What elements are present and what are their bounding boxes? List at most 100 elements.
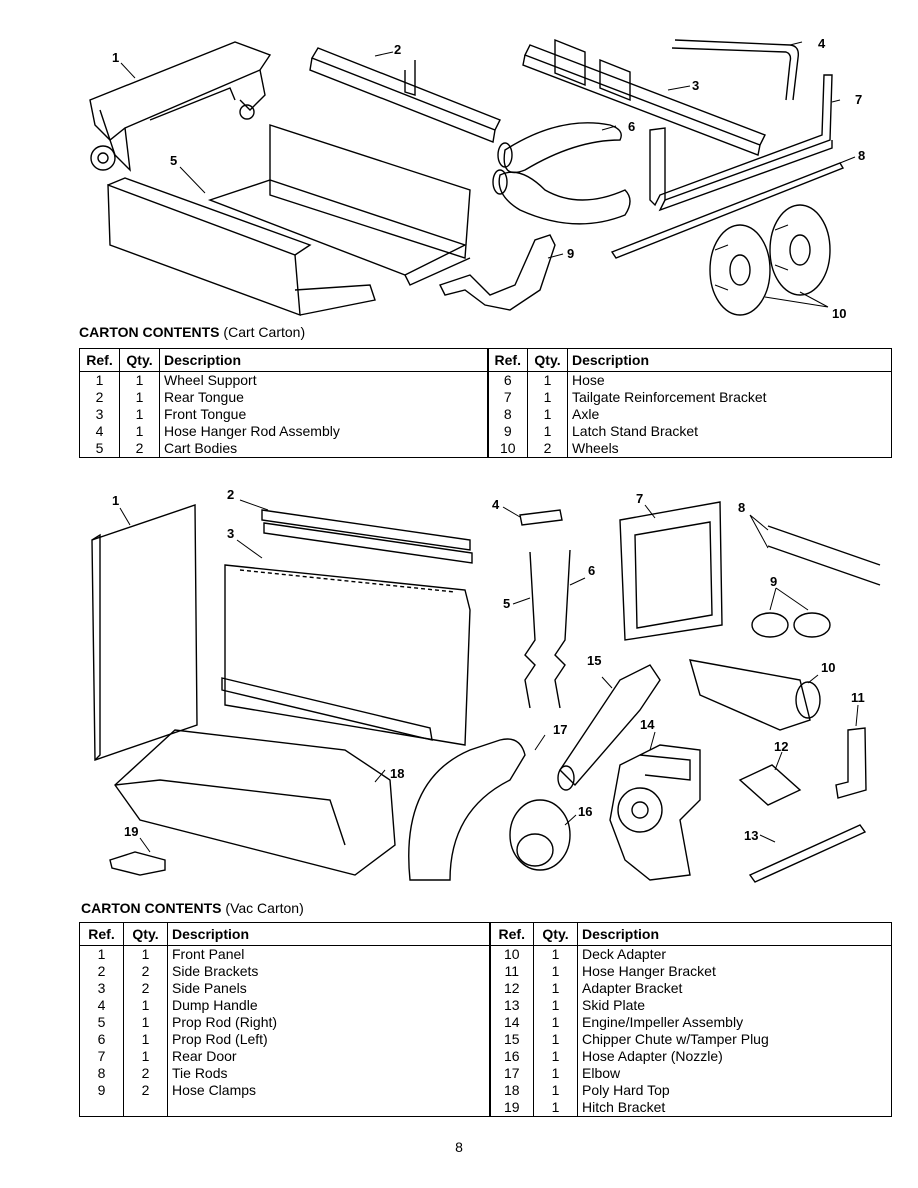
vac-callout-6: 6 bbox=[588, 563, 595, 578]
cart-bodies-drawing bbox=[107, 124, 471, 317]
ref-cell: 1 bbox=[97, 946, 106, 962]
vac-callout-10: 10 bbox=[821, 660, 835, 675]
table-header-row: Ref. Qty. Description Ref. Qty. Descript… bbox=[79, 348, 892, 372]
qty-cell: 2 bbox=[123, 980, 168, 997]
vac-callouts: 1 2 3 4 5 6 7 8 9 10 11 12 13 14 15 16 1… bbox=[112, 487, 865, 843]
ref-cell: 18 bbox=[488, 1082, 534, 1099]
qty-header: Qty. bbox=[533, 922, 578, 946]
ref-cell: 2 bbox=[97, 963, 106, 979]
description-header: Description bbox=[577, 922, 892, 946]
wheels-drawing bbox=[709, 204, 831, 316]
qty-header: Qty. bbox=[119, 348, 160, 372]
adapter-bracket-drawing bbox=[738, 764, 802, 806]
description-cell: Wheels bbox=[567, 440, 892, 458]
description-cell: Engine/Impeller Assembly bbox=[577, 1014, 892, 1031]
ref-header: Ref. bbox=[486, 348, 528, 372]
vac-leader-lines bbox=[119, 499, 859, 853]
qty-cell: 2 bbox=[527, 440, 568, 458]
qty-cell: 1 bbox=[533, 1014, 578, 1031]
qty-header: Qty. bbox=[123, 922, 168, 946]
ref-cell: 8 bbox=[97, 1065, 106, 1081]
ref-cell: 6 bbox=[486, 371, 528, 389]
qty-cell: 2 bbox=[123, 1082, 168, 1099]
qty-cell: 1 bbox=[123, 1014, 168, 1031]
cart-callouts: 1 2 3 4 5 6 7 8 9 10 bbox=[112, 36, 865, 321]
ref-cell: 9 bbox=[486, 423, 528, 440]
ref-cell: 4 bbox=[97, 997, 106, 1013]
vac-callout-3: 3 bbox=[227, 526, 234, 541]
table-header-row: Ref. Qty. Description Ref. Qty. Descript… bbox=[79, 922, 892, 946]
vac-callout-4: 4 bbox=[492, 497, 500, 512]
ref-header: Ref. bbox=[79, 348, 120, 372]
qty-cell: 1 bbox=[527, 406, 568, 423]
ref-cell: 9 bbox=[97, 1082, 106, 1098]
ref-cell: 19 bbox=[488, 1099, 534, 1117]
rear-door-drawing bbox=[619, 501, 723, 641]
ref-header: Ref. bbox=[488, 922, 534, 946]
ref-cell: 2 bbox=[95, 389, 104, 405]
ref-cell: 8 bbox=[486, 406, 528, 423]
cart-carton-title: CARTON CONTENTS (Cart Carton) bbox=[79, 324, 305, 340]
hose-drawing bbox=[492, 122, 631, 225]
front-panel-drawing bbox=[91, 504, 198, 761]
ref-cell: 5 bbox=[97, 1014, 106, 1030]
vac-callout-7: 7 bbox=[636, 491, 643, 506]
description-cell: Elbow bbox=[577, 1065, 892, 1082]
tailgate-bracket-drawing bbox=[649, 74, 833, 212]
qty-cell: 2 bbox=[119, 440, 160, 458]
description-cell: Chipper Chute w/Tamper Plug bbox=[577, 1031, 892, 1048]
prop-rods-drawing bbox=[524, 549, 571, 709]
engine-impeller-drawing bbox=[609, 744, 701, 881]
qty-cell: 1 bbox=[527, 423, 568, 440]
description-cell: Axle bbox=[567, 406, 892, 423]
vac-callout-15: 15 bbox=[587, 653, 601, 668]
cart-parts-illustration: 1 2 3 4 5 6 7 8 9 10 bbox=[89, 36, 865, 321]
vac-carton-title: CARTON CONTENTS (Vac Carton) bbox=[81, 900, 304, 916]
ref-cell: 3 bbox=[95, 406, 104, 422]
ref-cell: 15 bbox=[488, 1031, 534, 1048]
qty-cell: 1 bbox=[119, 371, 160, 389]
vac-callout-9: 9 bbox=[770, 574, 777, 589]
qty-cell: 1 bbox=[533, 1082, 578, 1099]
qty-cell: 1 bbox=[123, 997, 168, 1014]
qty-cell: 1 bbox=[533, 1031, 578, 1048]
description-cell: Hose Hanger Bracket bbox=[577, 963, 892, 980]
vac-contents-table: Ref. Qty. Description Ref. Qty. Descript… bbox=[79, 922, 892, 1117]
qty-cell: 1 bbox=[123, 1048, 168, 1065]
hose-hanger-rod-drawing bbox=[671, 39, 800, 101]
ref-cell: 5 bbox=[95, 440, 104, 456]
qty-cell: 1 bbox=[527, 389, 568, 406]
cart-callout-7: 7 bbox=[855, 92, 862, 107]
vac-callout-11: 11 bbox=[851, 690, 865, 705]
description-cell: Hitch Bracket bbox=[577, 1099, 892, 1117]
vac-callout-13: 13 bbox=[744, 828, 758, 843]
hose-hanger-bracket-drawing bbox=[835, 727, 867, 799]
vac-callout-8: 8 bbox=[738, 500, 745, 515]
vac-callout-16: 16 bbox=[578, 804, 592, 819]
qty-cell: 1 bbox=[527, 371, 568, 389]
page-number: 8 bbox=[455, 1139, 463, 1155]
latch-stand-drawing bbox=[439, 234, 556, 311]
ref-cell: 10 bbox=[486, 440, 528, 458]
vac-callout-1: 1 bbox=[112, 493, 119, 508]
ref-cell: 4 bbox=[95, 423, 104, 439]
description-cell: Dump Handle bbox=[167, 997, 490, 1014]
cart-leader-lines bbox=[120, 41, 856, 308]
ref-cell: 14 bbox=[488, 1014, 534, 1031]
ref-cell: 17 bbox=[488, 1065, 534, 1082]
cart-callout-5: 5 bbox=[170, 153, 177, 168]
qty-cell: 2 bbox=[123, 1065, 168, 1082]
tie-rods-drawing bbox=[767, 525, 881, 586]
qty-cell: 1 bbox=[533, 997, 578, 1014]
description-cell bbox=[167, 1099, 490, 1117]
description-cell: Hose Adapter (Nozzle) bbox=[577, 1048, 892, 1065]
